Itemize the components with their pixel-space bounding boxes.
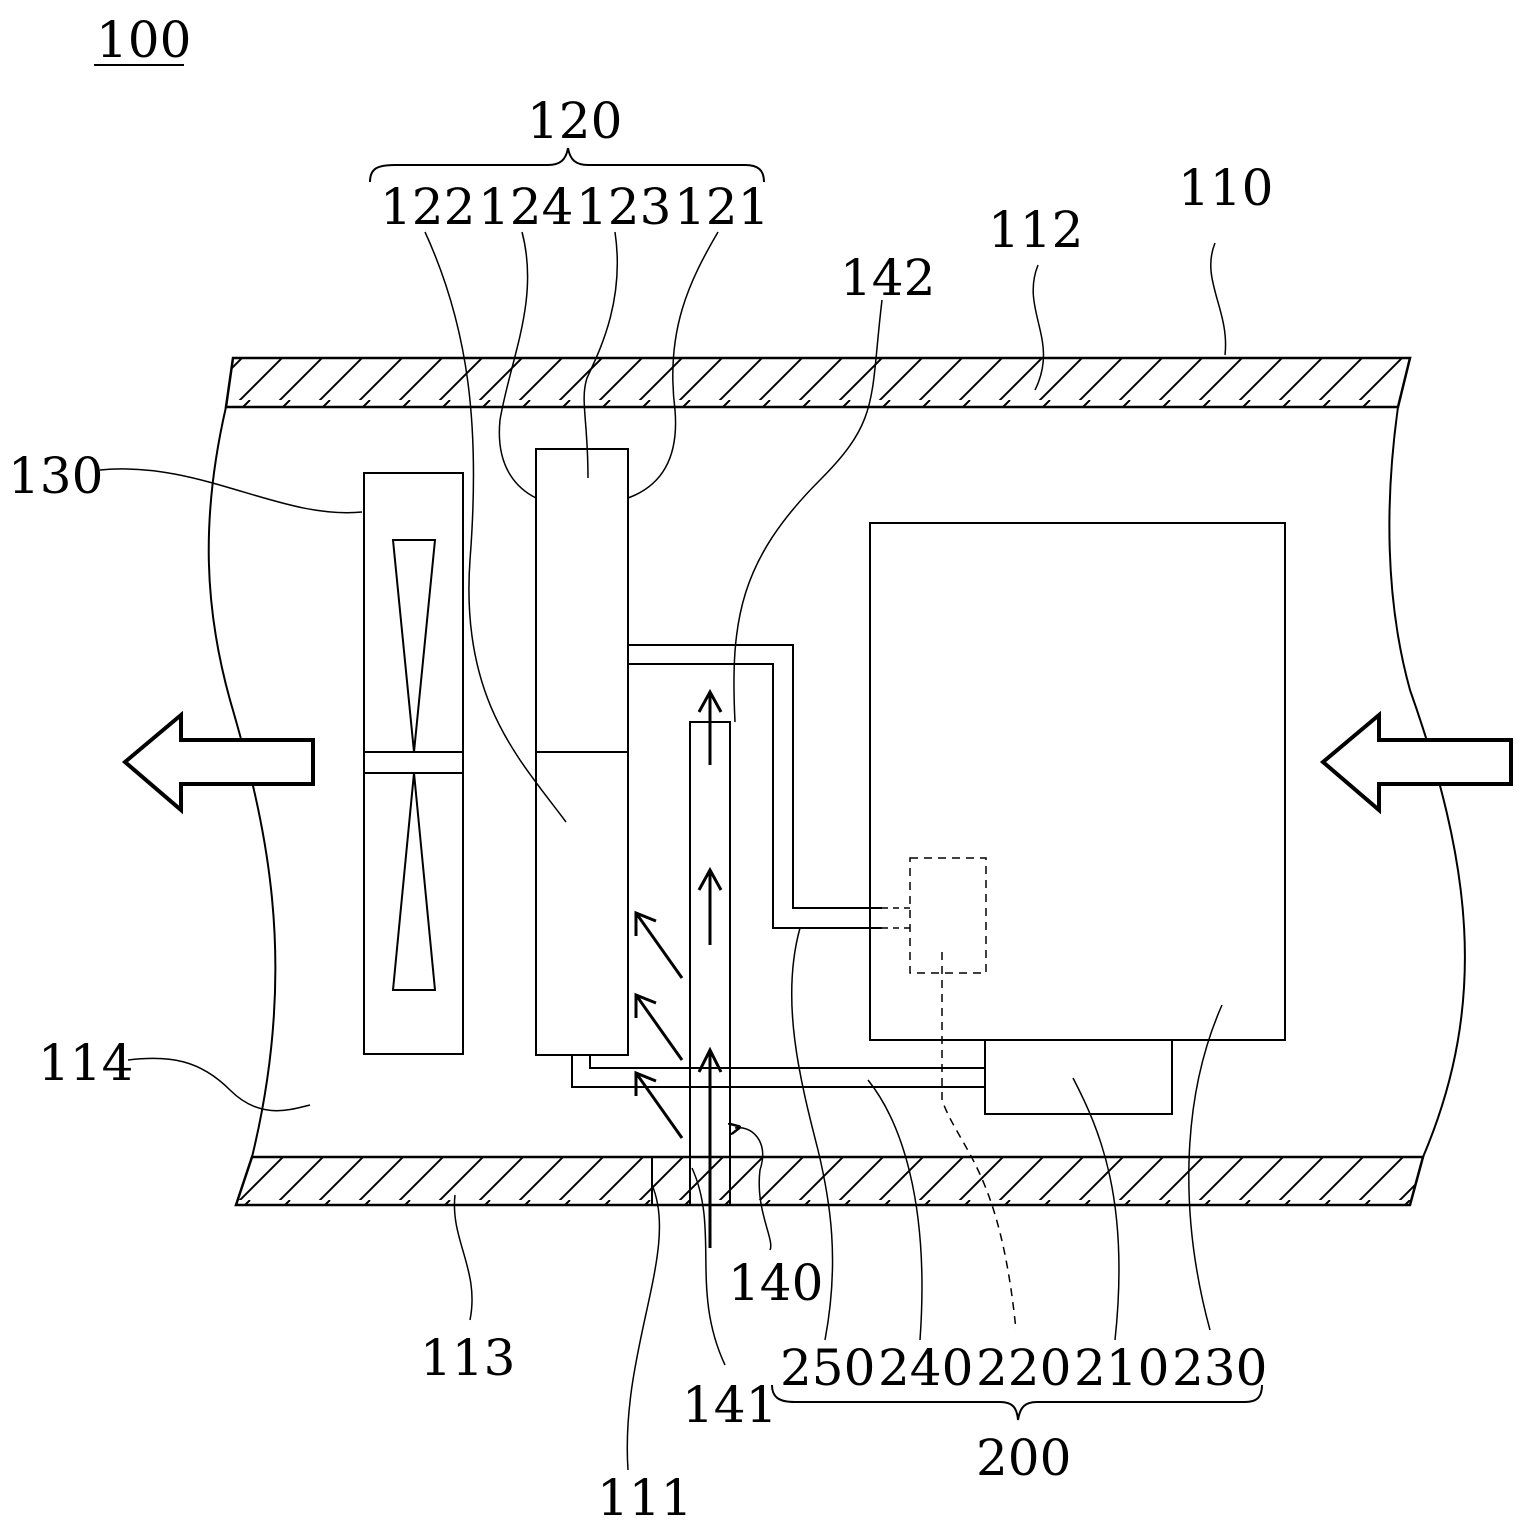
top-wall <box>224 356 1412 409</box>
label-100: 100 <box>96 11 191 69</box>
label-250: 250 <box>780 1339 875 1397</box>
heat-exchanger <box>535 448 629 1056</box>
box-210 <box>984 1039 1173 1115</box>
label-111: 111 <box>597 1469 692 1527</box>
fan-blade-bottom <box>391 772 437 991</box>
duct <box>651 721 731 1205</box>
label-200: 200 <box>976 1429 1071 1487</box>
bottom-wall <box>234 1155 1425 1207</box>
label-120: 120 <box>527 92 622 150</box>
sensor-220 <box>909 857 987 974</box>
right-cut-edge <box>1388 406 1466 1158</box>
leader-lines <box>99 231 1227 1471</box>
outflow-arrow <box>121 710 315 815</box>
fan <box>363 472 464 1055</box>
label-112: 112 <box>988 201 1083 259</box>
connecting-pipes <box>571 644 985 1088</box>
sensor-wire <box>941 952 1017 1331</box>
label-124: 124 <box>478 178 573 236</box>
label-110: 110 <box>1178 159 1273 217</box>
fan-blade-top <box>391 539 437 753</box>
brace-120 <box>369 147 765 183</box>
label-122: 122 <box>380 178 475 236</box>
inflow-arrow <box>1319 710 1513 815</box>
label-240: 240 <box>878 1339 973 1397</box>
duct-flow-arrows <box>697 688 723 1248</box>
label-141: 141 <box>682 1376 777 1434</box>
label-230: 230 <box>1172 1339 1267 1397</box>
left-cut-edge <box>207 406 277 1158</box>
label-130: 130 <box>8 447 103 505</box>
label-142: 142 <box>840 249 935 307</box>
label-210: 210 <box>1074 1339 1169 1397</box>
diagonal-flow-arrows <box>634 910 684 1139</box>
box-230 <box>869 522 1286 1041</box>
sensor-dash-links <box>882 907 910 929</box>
label-123: 123 <box>576 178 671 236</box>
label-113: 113 <box>420 1329 515 1387</box>
housing <box>207 356 1466 1207</box>
label-121: 121 <box>674 178 769 236</box>
label-220: 220 <box>976 1339 1071 1397</box>
callout-labels: 100 120 122 124 123 121 110 112 142 130 … <box>8 11 1273 1527</box>
label-114: 114 <box>38 1034 133 1092</box>
label-140: 140 <box>728 1254 823 1312</box>
brace-200 <box>771 1384 1263 1421</box>
